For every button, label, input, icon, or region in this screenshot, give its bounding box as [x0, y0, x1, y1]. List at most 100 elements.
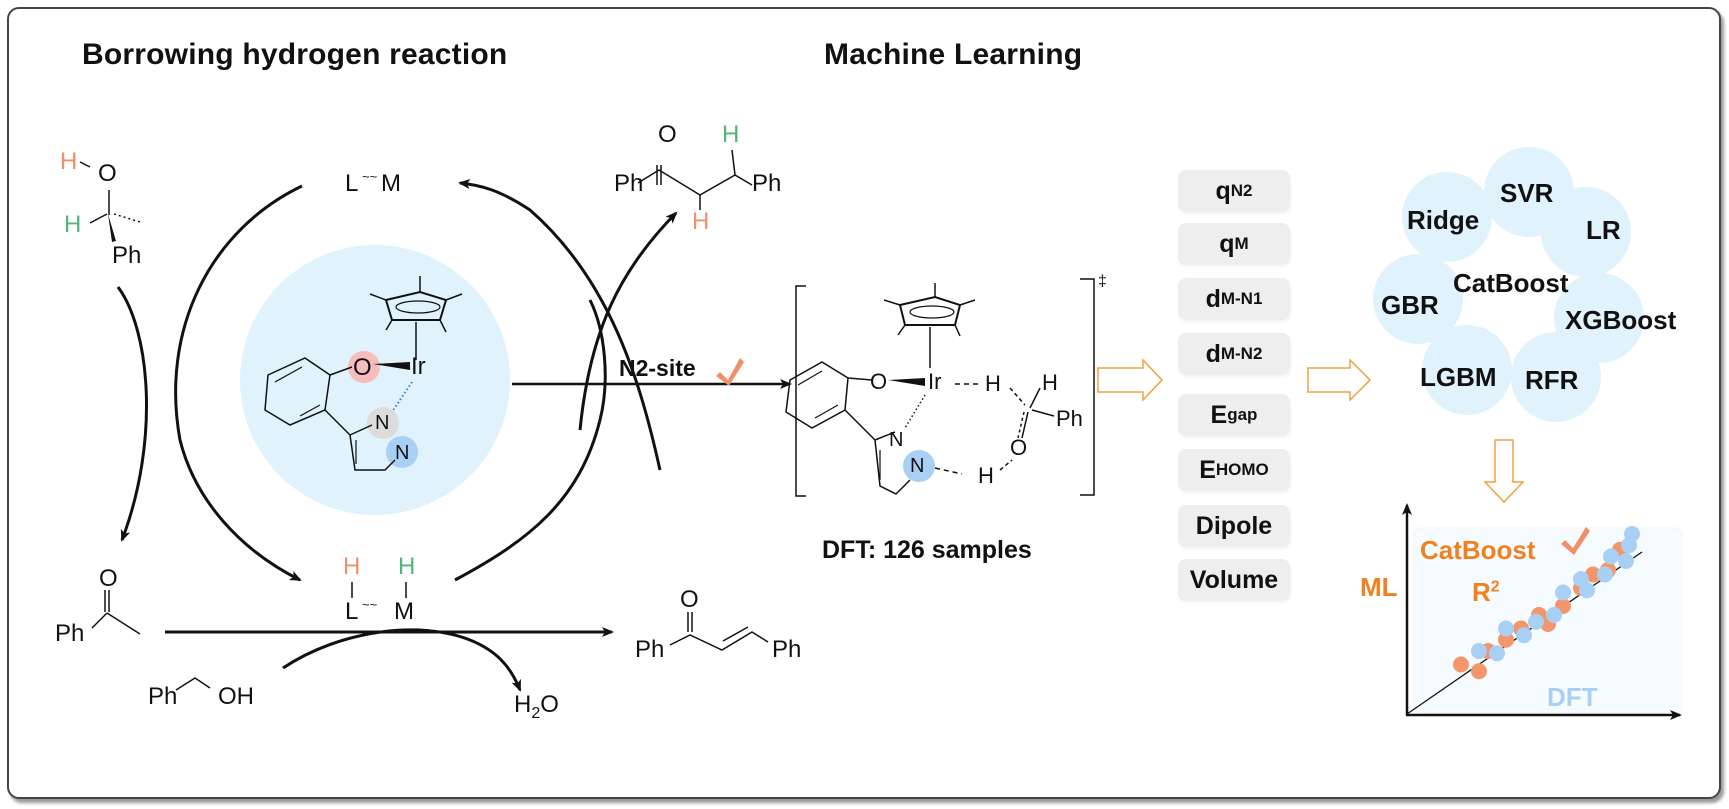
descriptor-symbol: q [1215, 176, 1231, 205]
n2-site-label: N2-site [619, 355, 696, 381]
parity-y-label: ML [1360, 572, 1398, 602]
enone-ph-right: Ph [772, 636, 802, 663]
descriptor-subscript: HOMO [1215, 460, 1269, 479]
descriptor-item: Volume [1178, 559, 1290, 601]
dft-samples-caption: DFT: 126 samples [822, 536, 1032, 564]
model-gbr: GBR [1381, 290, 1439, 320]
ketone-o: O [99, 565, 118, 592]
ts-ph: Ph [1056, 406, 1083, 431]
hydride-h-left: H [343, 553, 361, 580]
scatter-point-train [1498, 631, 1514, 648]
parity-best-model-label: CatBoost [1420, 535, 1536, 565]
scatter-point-test [1597, 566, 1613, 583]
cycle-arc-bottom-right [454, 299, 607, 582]
model-lgbm: LGBM [1420, 362, 1497, 392]
catalyst-top-wavy: ~~ [362, 169, 378, 184]
scatter-point-train [1453, 656, 1469, 673]
model-bubbles [1373, 147, 1644, 422]
parity-x-label: DFT [1547, 682, 1598, 712]
catalyst-top-l: L [345, 170, 359, 197]
model-rfr: RFR [1525, 365, 1579, 395]
catalyst-top-m: M [381, 170, 401, 197]
alcohol-ph: Ph [112, 242, 142, 269]
model-svr: SVR [1500, 178, 1554, 208]
scatter-point-test [1498, 620, 1514, 637]
scatter-point-test [1624, 526, 1640, 542]
product-h-top: H [722, 121, 740, 148]
hydride-h-right: H [398, 553, 416, 580]
complex-ir: Ir [411, 353, 426, 380]
n2-site-check-icon [716, 358, 744, 386]
title-borrowing-hydrogen: Borrowing hydrogen reaction [82, 38, 508, 71]
parity-scatter-points [1453, 526, 1640, 680]
title-machine-learning: Machine Learning [824, 38, 1083, 71]
ts-n1: N [889, 429, 904, 451]
catalyst-highlight-circle [240, 245, 510, 515]
ir-complex-structure [264, 276, 463, 471]
alcohol-to-ketone-arrow [116, 286, 148, 542]
alcohol-o: O [98, 160, 117, 187]
complex-n2: N [395, 442, 410, 464]
scatter-point-train [1471, 663, 1487, 680]
benzyl-ph: Ph [148, 683, 178, 710]
model-catboost: CatBoost [1453, 268, 1569, 298]
ts-h-c: H [1042, 370, 1058, 395]
enone-o: O [680, 586, 699, 613]
model-ridge: Ridge [1407, 205, 1480, 235]
descriptor-symbol: E [1210, 400, 1228, 429]
descriptor-symbol: Volume [1189, 565, 1279, 594]
hollow-arrow-to-parity [1483, 439, 1525, 504]
hollow-arrow-to-models [1307, 358, 1372, 402]
model-lr: LR [1586, 215, 1621, 245]
descriptor-symbol: Dipole [1195, 511, 1273, 540]
transition-state-structure [785, 283, 1055, 495]
descriptor-subscript: gap [1227, 405, 1258, 424]
scatter-point-train [1585, 566, 1601, 583]
scatter-point-test [1618, 553, 1634, 569]
scatter-point-test [1555, 584, 1571, 601]
ts-dagger: ‡ [1098, 273, 1107, 290]
cycle-arc-right-top [458, 179, 662, 471]
ts-o2: O [1010, 435, 1028, 460]
descriptor-item: Dipole [1178, 505, 1290, 547]
complex-o: O [353, 354, 372, 381]
product-ph-right: Ph [752, 170, 782, 197]
hydride-m: M [394, 598, 414, 625]
ts-h-n: H [978, 463, 994, 488]
scatter-point-test [1603, 548, 1619, 565]
hollow-arrow-to-descriptors [1097, 358, 1164, 402]
product-ph-left: Ph [614, 170, 644, 197]
descriptor-symbol: E [1199, 455, 1216, 484]
ts-h-ir: H [985, 371, 1001, 396]
scatter-point-test [1516, 627, 1532, 644]
hydride-wavy: ~~ [362, 597, 378, 612]
catboost-check-icon [1561, 527, 1590, 555]
ketone-ph: Ph [55, 620, 85, 647]
descriptor-symbol: d [1205, 339, 1221, 368]
ts-ir: Ir [928, 369, 942, 394]
cycle-arc-left-top [174, 184, 303, 582]
scatter-point-test [1546, 607, 1562, 623]
alcohol-h-c: H [64, 211, 82, 238]
alcohol-h-o: H [60, 148, 78, 175]
product-h-bottom: H [692, 208, 710, 235]
model-xgboost: XGBoost [1565, 305, 1677, 335]
benzyl-alcohol-arc [282, 628, 522, 692]
benzyl-oh: OH [218, 683, 254, 710]
descriptor-subscript: N2 [1230, 181, 1253, 200]
descriptor-subscript: M [1234, 234, 1249, 253]
descriptor-symbol: q [1219, 229, 1235, 258]
complex-n1: N [375, 412, 390, 434]
descriptor-symbol: d [1205, 284, 1221, 313]
scatter-point-test [1528, 613, 1544, 630]
descriptor-subscript: M-N1 [1220, 289, 1263, 308]
hydride-l: L [345, 598, 359, 625]
enone-ph-left: Ph [635, 636, 665, 663]
